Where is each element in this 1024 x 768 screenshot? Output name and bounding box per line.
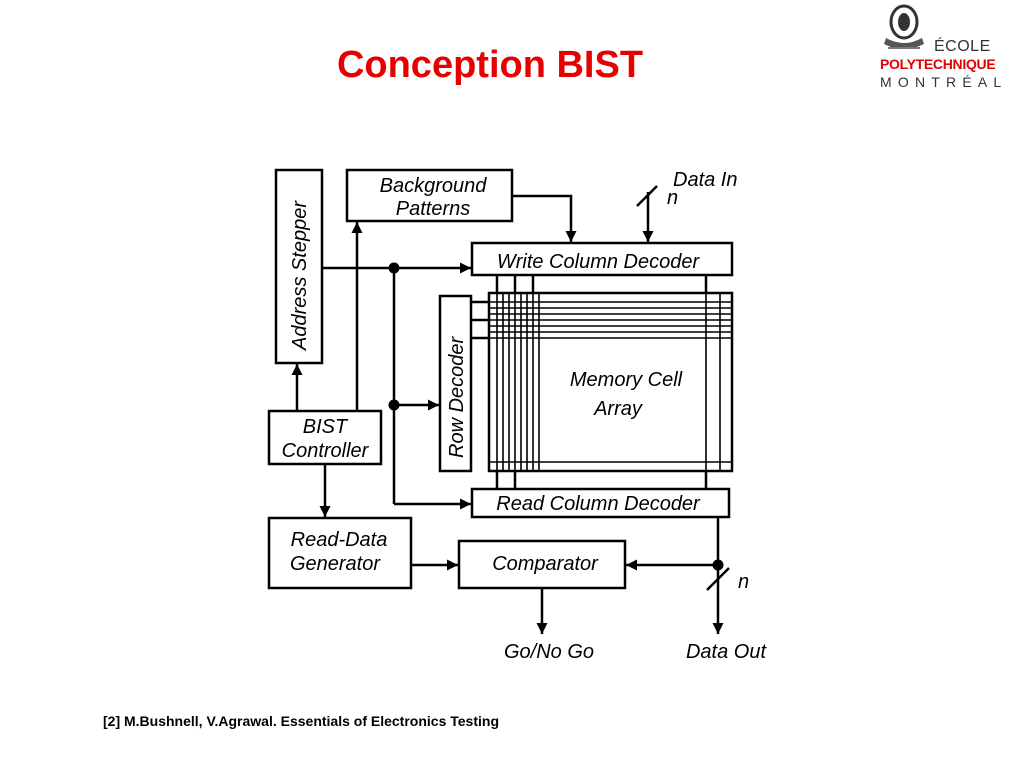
read-data-generator-label-1: Read-Data xyxy=(291,529,388,551)
read-data-generator-block xyxy=(267,516,413,590)
address-stepper-label: Address Stepper xyxy=(289,200,311,351)
read-column-decoder-label: Read Column Decoder xyxy=(496,493,701,515)
data-out-label: Data Out xyxy=(686,641,767,663)
data-in-label: Data In xyxy=(673,169,737,191)
go-no-go-label: Go/No Go xyxy=(504,641,594,663)
logo-montreal-text: MONTRÉAL xyxy=(880,74,1008,90)
memory-grid xyxy=(489,293,732,471)
junction-dot xyxy=(712,559,724,571)
comparator-label: Comparator xyxy=(492,553,599,575)
background-patterns-label-1: Background xyxy=(380,175,488,197)
junction-dot xyxy=(388,262,400,274)
background-patterns-label-2: Patterns xyxy=(396,198,470,220)
write-column-decoder-label: Write Column Decoder xyxy=(497,251,701,273)
bist-controller-label-2: Controller xyxy=(282,440,370,462)
logo-ecole-text: ÉCOLE xyxy=(934,38,991,55)
data-in-width-label: n xyxy=(667,187,678,209)
memory-cell-array-block xyxy=(487,291,734,473)
patterns-to-write-decoder xyxy=(512,194,577,242)
address-stepper-block xyxy=(274,168,324,365)
junction-dot xyxy=(388,399,400,411)
logo-polytechnique-text: POLYTECHNIQUE xyxy=(880,56,996,72)
row-decoder-label: Row Decoder xyxy=(446,335,468,458)
write-column-decoder-block xyxy=(470,241,734,277)
memory-cell-array-label-2: Array xyxy=(593,398,643,420)
data-out-bus-slash xyxy=(706,567,730,591)
bist-controller-label-1: BIST xyxy=(303,416,349,438)
polytechnique-logo: ÉCOLE POLYTECHNIQUE MONTRÉAL xyxy=(876,4,1024,94)
row-decoder-block xyxy=(438,294,473,473)
crest-icon xyxy=(884,4,924,49)
read-column-decoder-block xyxy=(470,487,731,519)
memory-cell-array-label-1: Memory Cell xyxy=(570,369,683,391)
reference-citation: [2] M.Bushnell, V.Agrawal. Essentials of… xyxy=(103,713,499,729)
data-out-width-label: n xyxy=(738,571,749,593)
slide-title: Conception BIST xyxy=(336,44,644,86)
read-data-generator-label-2: Generator xyxy=(290,553,381,575)
data-in-bus-slash xyxy=(636,185,658,207)
